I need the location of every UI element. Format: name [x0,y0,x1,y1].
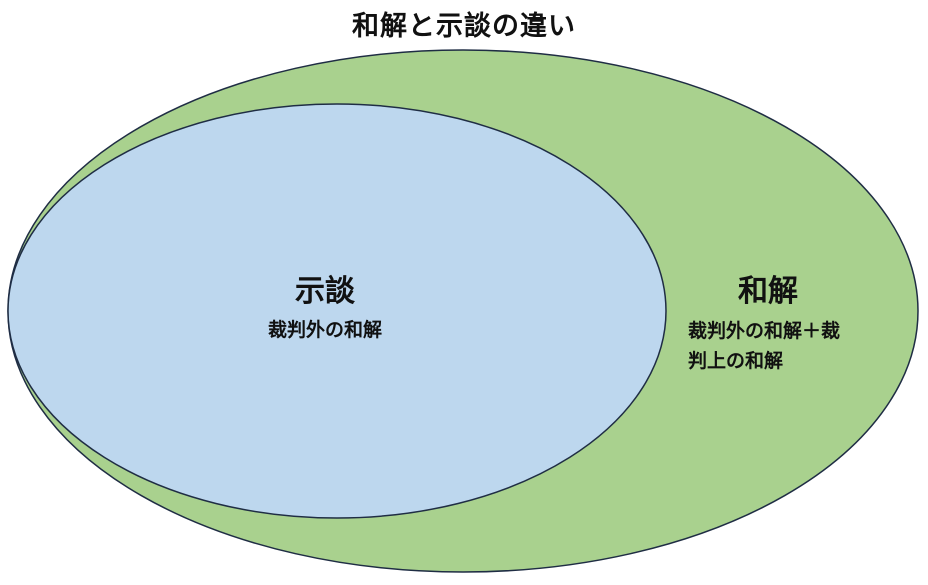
inner-ellipse-jidan [7,103,667,519]
outer-description-line2: 判上の和解 [688,350,784,372]
inner-heading: 示談 [295,274,355,309]
outer-heading: 和解 [738,274,798,309]
inner-description: 裁判外の和解 [267,319,382,341]
diagram-title: 和解と示談の違い [352,11,576,42]
outer-description-line1: 裁判外の和解＋裁 [688,320,841,342]
